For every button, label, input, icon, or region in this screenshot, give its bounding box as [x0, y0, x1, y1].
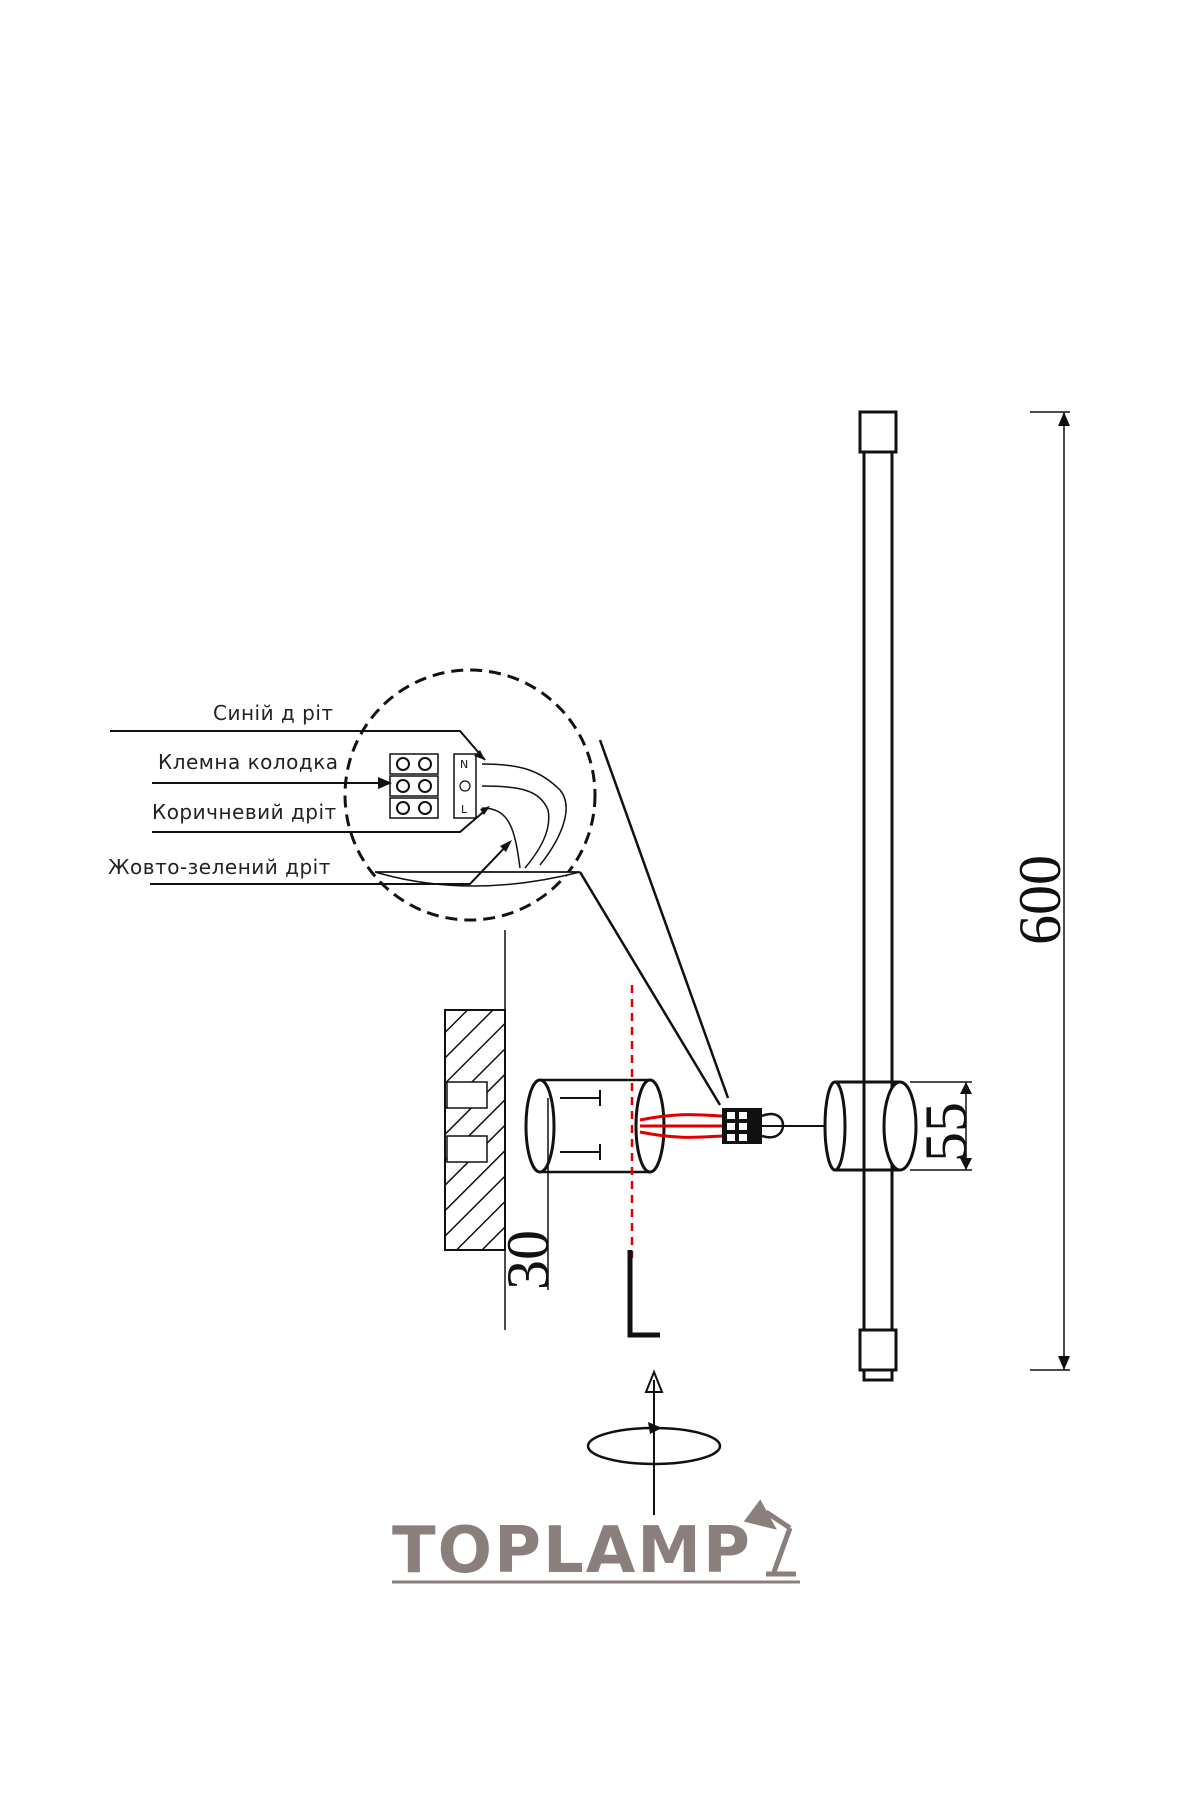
callout-brown-wire: Коричневий дріт	[152, 800, 337, 824]
lamp-bar	[823, 410, 918, 1382]
allen-key	[627, 1250, 660, 1338]
leader-brown-wire	[152, 807, 489, 833]
callout-yellow-green-wire: Жовто-зелений дріт	[108, 855, 331, 879]
wiring-detail-circle: N L	[343, 668, 597, 922]
wall-section	[444, 930, 506, 1330]
terminal-connector	[722, 1108, 825, 1144]
callout-terminal-block: Клемна колодка	[158, 750, 339, 774]
end-cap-top	[858, 410, 898, 454]
mounting-base: 30	[495, 1078, 666, 1290]
end-cap-bottom	[858, 1328, 898, 1372]
desk-lamp-icon	[743, 1499, 796, 1577]
dimension-base-depth: 30	[495, 1230, 561, 1290]
earth-icon	[459, 780, 471, 792]
leader-blue-wire	[110, 730, 486, 761]
wall-plug-top	[446, 1081, 488, 1109]
callouts: Синій д ріт Клемна колодка Коричневий др…	[108, 701, 512, 885]
toplamp-logo: TOPLAMP	[392, 1499, 800, 1588]
rotation-icon	[586, 1369, 722, 1515]
dimension-length-line	[1030, 411, 1070, 1371]
brand-name: TOPLAMP	[392, 1514, 752, 1588]
live-mark: L	[461, 803, 468, 816]
neutral-mark: N	[460, 758, 468, 771]
zoom-cone	[578, 739, 730, 1106]
dimension-diameter-line	[910, 1081, 972, 1171]
wall-plug-bottom	[446, 1135, 488, 1163]
callout-blue-wire: Синій д ріт	[213, 701, 334, 725]
leader-yellow-green-wire	[150, 841, 511, 885]
dimension-length: 600	[1007, 855, 1073, 945]
dimension-mount-diameter: 55	[913, 1102, 979, 1162]
red-wires	[639, 1113, 723, 1139]
terminal-block-detail: N L	[389, 753, 477, 819]
